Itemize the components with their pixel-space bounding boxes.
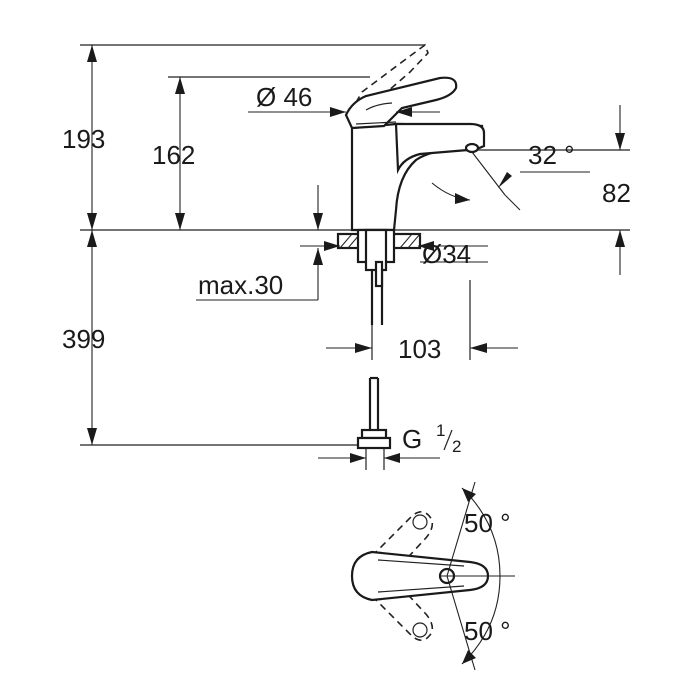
dimension-g-half: G 1 2 — [318, 421, 461, 463]
label-50deg-upper: 50 ° — [464, 508, 511, 538]
faucet-top-view: 50 ° 50 ° — [350, 481, 515, 671]
label-d34: Ø34 — [422, 239, 471, 269]
label-399: 399 — [62, 324, 105, 354]
label-193: 193 — [62, 124, 105, 154]
dimension-d34: Ø34 — [300, 239, 488, 269]
faucet-side-view — [344, 43, 486, 232]
hose-connector — [356, 376, 392, 470]
mounting-section — [336, 228, 422, 325]
dimension-d46: Ø 46 — [248, 82, 440, 117]
label-32deg: 32 ° — [528, 140, 575, 170]
dimension-399: 399 — [62, 230, 105, 445]
label-thread-den: 2 — [452, 437, 461, 456]
dimension-193: 193 — [62, 45, 105, 230]
dimension-max30: max.30 — [196, 185, 323, 301]
label-thread-num: 1 — [436, 421, 445, 440]
label-162: 162 — [152, 140, 195, 170]
label-d46: Ø 46 — [256, 82, 312, 112]
label-thread-g: G — [402, 424, 422, 454]
dimension-82: 82 — [602, 105, 631, 275]
dimension-32deg: 32 ° — [431, 140, 590, 211]
dimension-162: 162 — [152, 77, 195, 230]
label-50deg-lower: 50 ° — [464, 616, 511, 646]
label-103: 103 — [398, 334, 441, 364]
dimension-103: 103 — [326, 334, 518, 364]
label-82: 82 — [602, 178, 631, 208]
label-max30: max.30 — [198, 270, 283, 300]
